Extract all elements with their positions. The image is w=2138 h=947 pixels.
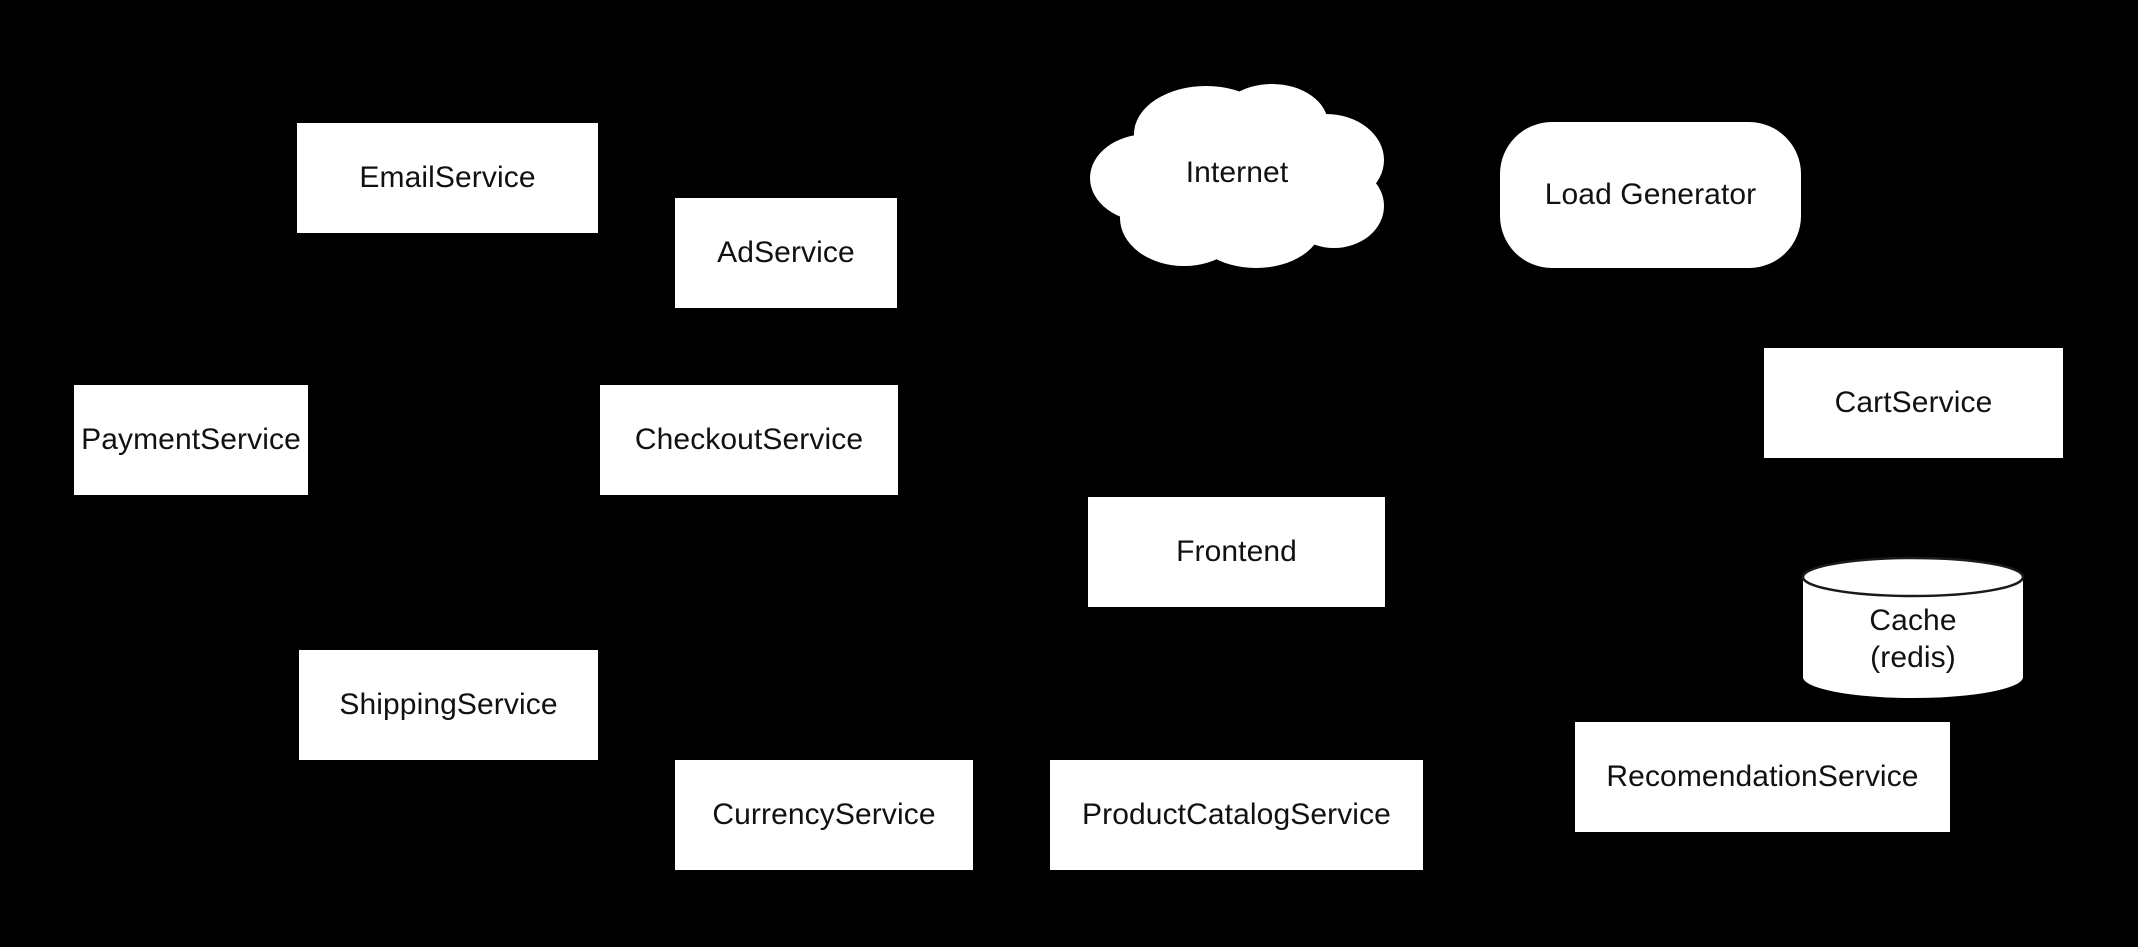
node-product-catalog-service[interactable]: ProductCatalogService — [1050, 760, 1423, 870]
node-label-cache-redis: Cache (redis) — [1869, 604, 1957, 674]
cloud-icon — [1090, 84, 1384, 268]
node-ad-service[interactable]: AdService — [675, 198, 897, 308]
node-cache-redis[interactable]: Cache (redis) — [1801, 556, 2025, 698]
node-label-checkout-service: CheckoutService — [634, 422, 864, 456]
node-label-shipping-service: ShippingService — [339, 687, 558, 721]
node-label-product-catalog-service: ProductCatalogService — [1082, 797, 1391, 831]
node-label-payment-service: PaymentService — [81, 422, 301, 456]
node-checkout-service[interactable]: CheckoutService — [600, 385, 898, 495]
node-label-frontend: Frontend — [1176, 534, 1297, 568]
node-payment-service[interactable]: PaymentService — [74, 385, 308, 495]
node-label-cart-service: CartService — [1834, 385, 1993, 419]
node-email-service[interactable]: EmailService — [297, 123, 598, 233]
node-cart-service[interactable]: CartService — [1764, 348, 2063, 458]
database-cylinder-icon — [1801, 556, 2025, 698]
node-load-generator[interactable]: Load Generator — [1500, 122, 1801, 268]
node-label-internet: Internet — [1185, 155, 1289, 189]
node-internet[interactable]: Internet — [1088, 78, 1386, 268]
node-label-currency-service: CurrencyService — [712, 797, 936, 831]
node-recomendation-service[interactable]: RecomendationService — [1575, 722, 1950, 832]
node-label-recomendation-service: RecomendationService — [1606, 759, 1919, 793]
node-label-email-service: EmailService — [359, 160, 536, 194]
node-frontend[interactable]: Frontend — [1088, 497, 1385, 607]
node-label-ad-service: AdService — [717, 235, 855, 269]
node-shipping-service[interactable]: ShippingService — [299, 650, 598, 760]
node-currency-service[interactable]: CurrencyService — [675, 760, 973, 870]
node-label-load-generator: Load Generator — [1544, 177, 1757, 211]
